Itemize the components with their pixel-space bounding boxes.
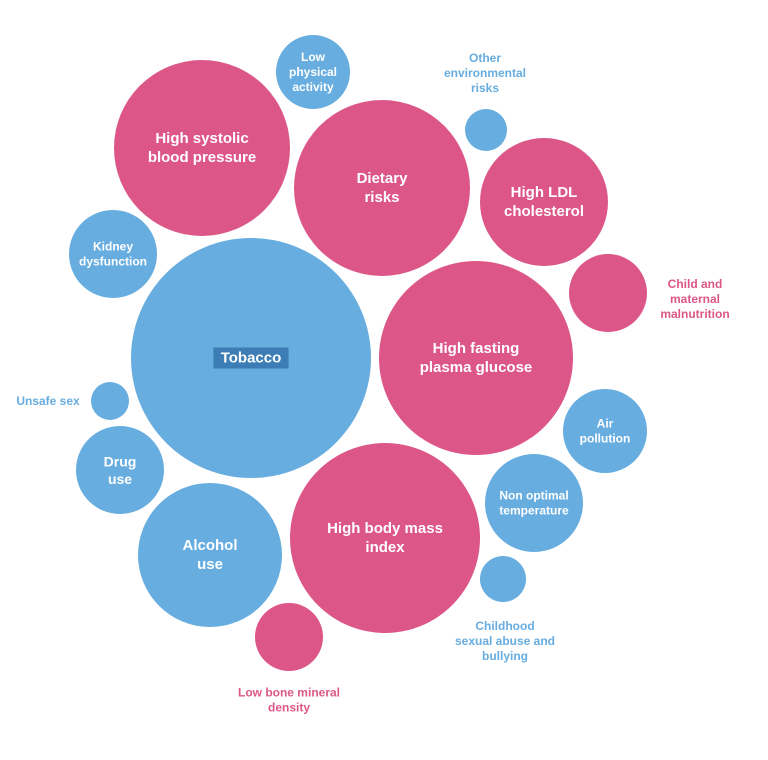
- bubble-circle: [563, 389, 647, 473]
- bubble-circle: [480, 556, 526, 602]
- bubble-label: Unsafe sex: [16, 394, 80, 408]
- bubble-circle: [76, 426, 164, 514]
- bubble-circle: [69, 210, 157, 298]
- bubble-tobacco: Tobacco: [131, 238, 371, 478]
- bubble-circle: [91, 382, 129, 420]
- bubble-circle: [290, 443, 480, 633]
- bubble-circle: [138, 483, 282, 627]
- bubble-circle: [255, 603, 323, 671]
- bubble-circle: [485, 454, 583, 552]
- bubble-circle: [114, 60, 290, 236]
- bubble-unsafe-sex: Unsafe sex: [16, 382, 129, 420]
- bubble-circle: [480, 138, 608, 266]
- bubble-label: Tobacco: [221, 350, 282, 367]
- bubble-circle: [379, 261, 573, 455]
- bubble-circle: [465, 109, 507, 151]
- bubble-circle: [294, 100, 470, 276]
- label-highlight: [213, 347, 289, 369]
- bubble-circle: [276, 35, 350, 109]
- bubble-circle: [569, 254, 647, 332]
